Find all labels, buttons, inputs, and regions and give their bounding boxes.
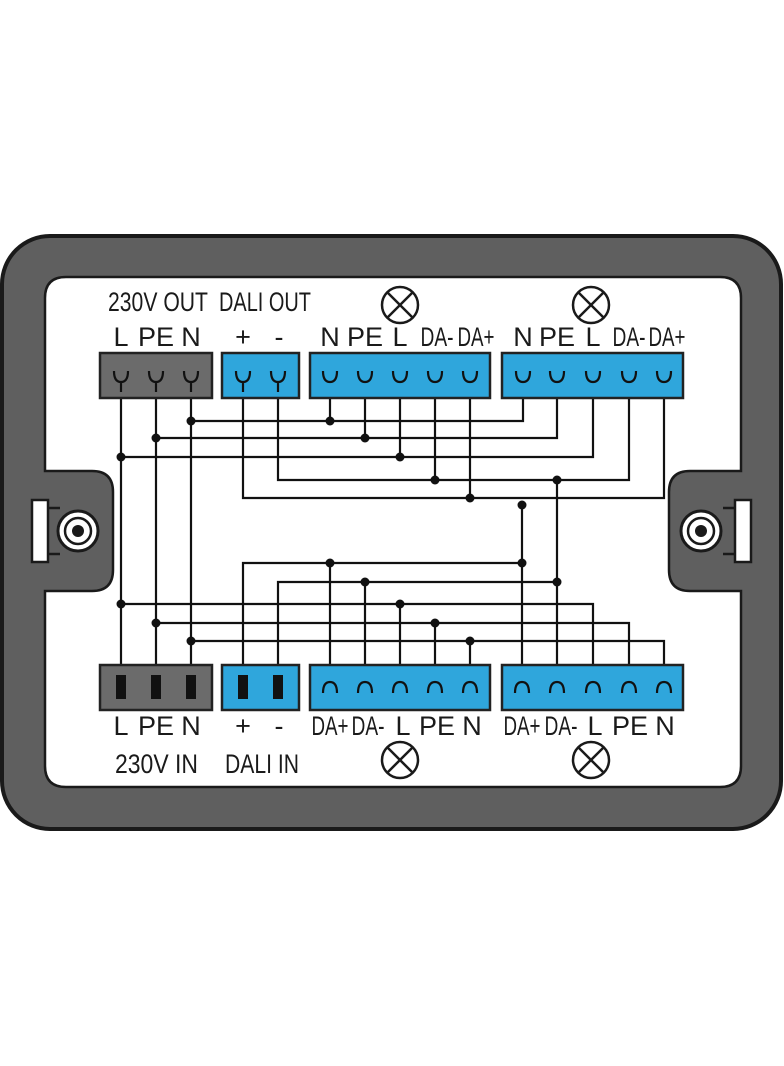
pin-label-bottom-lamp1: DA- (352, 711, 385, 741)
pin-label-bottom-lamp2: N (655, 711, 675, 741)
pin-label-bottom-230v: PE (138, 711, 174, 741)
junction-dot (517, 500, 527, 510)
junction-dot (465, 493, 475, 503)
pin-label-top-lamp2: PE (539, 322, 575, 352)
pin-label-top-dali: - (275, 322, 284, 352)
lamp-symbol-icon (571, 740, 611, 780)
pin-label-top-lamp2: DA+ (649, 322, 686, 352)
junction-dot (395, 599, 405, 609)
wire-top-pe-lamp2 (156, 383, 559, 440)
pin-label-bottom-lamp2: PE (612, 711, 648, 741)
pin-label-top-230v: N (181, 322, 201, 352)
lamp-symbol-icon (571, 285, 611, 325)
junction-dots (116, 416, 562, 646)
wire-bottom-dali-plus (241, 561, 522, 668)
pin-label-top-lamp2: N (513, 322, 533, 352)
pin-label-bottom-230v: N (181, 711, 201, 741)
junction-dot (116, 452, 126, 462)
junction-dot (552, 475, 562, 485)
junction-dot (430, 618, 440, 628)
junction-dot (186, 636, 196, 646)
junction-dot (116, 599, 126, 609)
pin-label-top-lamp1: N (320, 322, 340, 352)
junction-dot (360, 433, 370, 443)
pin-label-top-lamp1: DA+ (458, 322, 495, 352)
terminal-block-230v-in (98, 663, 214, 712)
terminal-block-dali-in (220, 663, 301, 712)
junction-dot (430, 475, 440, 485)
junction-dot (151, 618, 161, 628)
pin-label-top-lamp1: PE (347, 322, 383, 352)
terminal-block-230v-out (98, 351, 214, 400)
mounting-hole-left-icon (30, 498, 100, 564)
pin-label-bottom-lamp2: DA+ (504, 711, 541, 741)
junction-dot (517, 558, 527, 568)
junction-dot (360, 577, 370, 587)
inner-panel (43, 275, 743, 789)
terminal-block-lamp2-out (500, 351, 685, 400)
pin-label-top-lamp2: L (585, 322, 600, 352)
terminal-block-lamp2-in (500, 663, 685, 712)
junction-dot (325, 558, 335, 568)
terminal-block-lamp1-in (308, 663, 492, 712)
wire-bottom-n (191, 639, 666, 668)
pin-label-bottom-lamp2: DA- (545, 711, 578, 741)
junction-dot (395, 452, 405, 462)
junction-dot (552, 577, 562, 587)
pin-label-top-lamp1: L (392, 322, 407, 352)
pin-label-top-dali: + (235, 322, 251, 352)
pin-label-bottom-230v: L (113, 711, 128, 741)
pin-label-top-lamp1: DA- (421, 322, 454, 352)
junction-dot (465, 636, 475, 646)
title-dali-out: DALI OUT (219, 287, 311, 317)
pin-label-bottom-lamp2: L (587, 711, 602, 741)
wire-bottom-pe (156, 621, 631, 668)
pin-label-bottom-lamp1: PE (419, 711, 455, 741)
junction-dot (151, 433, 161, 443)
lamp-symbol-icon (380, 285, 420, 325)
wire-top-dali-minus (276, 383, 631, 482)
mounting-hole-right-icon (679, 498, 753, 564)
junction-dot (325, 416, 335, 426)
pin-label-bottom-dali: - (275, 711, 284, 741)
title-230v-out: 230V OUT (108, 287, 208, 317)
wire-bottom-l (121, 602, 595, 668)
wire-bottom-dali-minus (276, 580, 557, 668)
pin-label-bottom-lamp1: DA+ (312, 711, 349, 741)
terminal-block-lamp1-out (308, 351, 492, 400)
pin-label-top-lamp2: DA- (613, 322, 646, 352)
pin-label-bottom-lamp1: N (462, 711, 482, 741)
wire-top-dali-plus (241, 383, 666, 500)
pin-label-bottom-dali: + (235, 711, 251, 741)
pin-label-bottom-lamp1: L (395, 711, 410, 741)
junction-dot (186, 416, 196, 426)
pin-label-top-230v: L (113, 322, 128, 352)
lamp-symbol-icon (380, 740, 420, 780)
title-230v-in: 230V IN (115, 749, 198, 779)
terminal-block-dali-out (220, 351, 301, 400)
title-dali-in: DALI IN (225, 749, 299, 779)
pin-label-top-230v: PE (138, 322, 174, 352)
